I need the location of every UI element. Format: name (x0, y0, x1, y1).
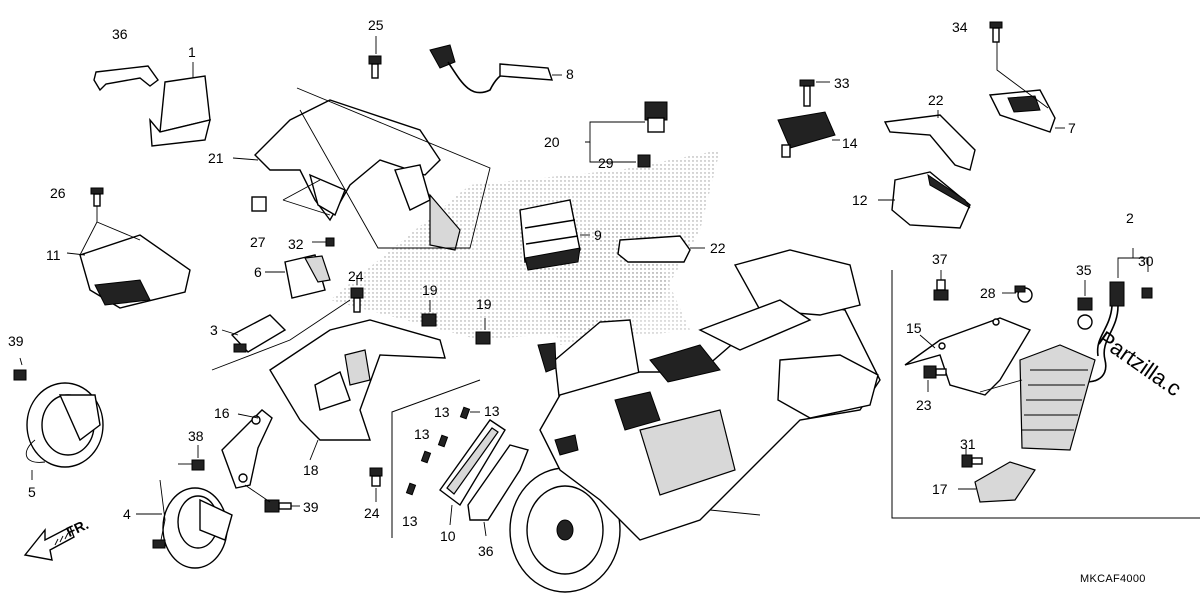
front-arrow-icon (23, 526, 75, 561)
relay-3 (211, 299, 351, 371)
callout-17: 17 (932, 481, 948, 497)
bolt-23 (923, 365, 947, 392)
callout-3: 3 (210, 322, 218, 338)
horn-5 (13, 357, 104, 480)
callout-20: 20 (544, 134, 560, 150)
callout-33: 33 (834, 75, 850, 91)
callout-18: 18 (303, 462, 319, 478)
callout-31: 31 (960, 436, 976, 452)
motorcycle (509, 249, 881, 593)
group-frame-right (891, 270, 1200, 519)
callout-28: 28 (980, 285, 996, 301)
bracket-15 (904, 317, 1032, 396)
callout-9: 9 (594, 227, 602, 243)
bolt-39-lower (244, 484, 300, 513)
bolt-37 (933, 270, 949, 301)
callout-30: 30 (1138, 253, 1154, 269)
callout-39b: 39 (303, 499, 319, 515)
bolt-25 (368, 36, 382, 79)
callout-4: 4 (123, 506, 131, 522)
callout-13d: 13 (402, 513, 418, 529)
clips-13 (405, 406, 480, 496)
callout-6: 6 (254, 264, 262, 280)
callout-13a: 13 (434, 404, 450, 420)
group-frame-13 (391, 379, 481, 538)
cover-22-upper (883, 110, 976, 171)
horn-4 (136, 479, 233, 569)
bolt-24-lower (369, 467, 383, 502)
callout-22a: 22 (928, 92, 944, 108)
relay-20 (585, 101, 668, 168)
callout-5: 5 (28, 484, 36, 500)
callout-32: 32 (288, 236, 304, 252)
callout-36a: 36 (112, 26, 128, 42)
callout-24b: 24 (364, 505, 380, 521)
callout-8: 8 (566, 66, 574, 82)
callout-15: 15 (906, 320, 922, 336)
box-12 (878, 171, 971, 229)
callout-19b: 19 (476, 296, 492, 312)
callout-39a: 39 (8, 333, 24, 349)
bracket-7 (988, 21, 1065, 133)
clamp-28 (1002, 285, 1033, 303)
callout-13b: 13 (484, 403, 500, 419)
cover-22-middle (617, 235, 705, 263)
ecu-9 (519, 199, 590, 271)
callout-37: 37 (932, 251, 948, 267)
callout-2: 2 (1126, 210, 1134, 226)
bolt-33 (799, 79, 830, 107)
callout-23: 23 (916, 397, 932, 413)
tray-10 (439, 419, 506, 526)
clip-19a (421, 300, 437, 327)
sensor-8 (429, 44, 562, 94)
callout-26: 26 (50, 185, 66, 201)
bolt-38 (178, 445, 205, 471)
callout-24a: 24 (348, 268, 364, 284)
callout-22b: 22 (710, 240, 726, 256)
clip-19b (475, 318, 491, 345)
screw-32 (312, 237, 335, 247)
drawing-code: MKCAF4000 (1080, 573, 1146, 585)
callout-10: 10 (440, 528, 456, 544)
callout-11: 11 (46, 247, 61, 263)
clip-27 (251, 196, 267, 212)
callout-34: 34 (952, 19, 968, 35)
clip-36-lower (467, 444, 529, 537)
callout-38: 38 (188, 428, 204, 444)
cover-17 (958, 461, 1036, 503)
callout-16: 16 (214, 405, 230, 421)
bolt-24-upper (350, 275, 364, 313)
module-1 (149, 62, 211, 147)
callout-25: 25 (368, 17, 384, 33)
callout-27: 27 (250, 234, 266, 250)
callout-19a: 19 (422, 282, 438, 298)
callout-12: 12 (852, 192, 868, 208)
callout-35: 35 (1076, 262, 1092, 278)
regulator-body (979, 344, 1096, 451)
callout-1: 1 (188, 44, 196, 60)
callout-21: 21 (208, 150, 224, 166)
module-14 (777, 111, 840, 158)
bolt-31 (961, 448, 983, 468)
callout-14: 14 (842, 135, 858, 151)
bracket-18 (269, 319, 446, 461)
regulator-2 (1079, 248, 1153, 383)
callout-36b: 36 (478, 543, 494, 559)
callout-7: 7 (1068, 120, 1076, 136)
callout-13c: 13 (414, 426, 430, 442)
bracket-21 (232, 87, 491, 251)
callout-29: 29 (598, 155, 614, 171)
relay-6 (265, 254, 331, 299)
nut-35 (1077, 280, 1093, 330)
bracket-16 (221, 409, 273, 489)
clip-36 (93, 65, 159, 92)
box-11 (66, 187, 191, 309)
